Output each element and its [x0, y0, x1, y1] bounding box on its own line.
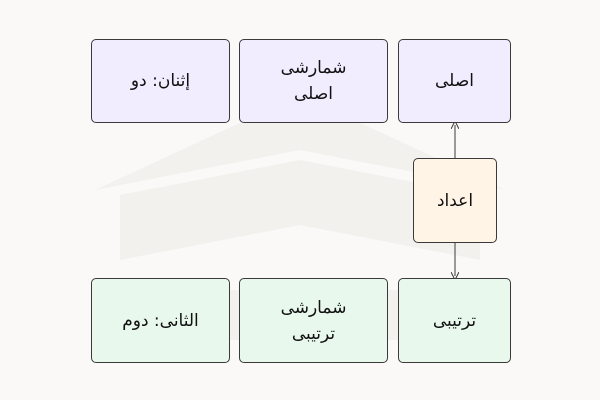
- node-adad: اعداد: [413, 158, 497, 243]
- node-dovvom-example-label: الثانی: دوم: [122, 310, 199, 331]
- node-tartibi-label: ترتیبی: [432, 310, 477, 331]
- node-shomareshi-tartibi: شمارشی ترتیبی: [239, 278, 388, 363]
- node-asli-label: اصلی: [435, 71, 474, 91]
- node-tartibi: ترتیبی: [398, 278, 511, 363]
- node-shomareshi-tartibi-label: شمارشی ترتیبی: [280, 297, 347, 344]
- node-adad-label: اعداد: [436, 190, 474, 211]
- node-shomareshi-asli-label: شمارشی اصلی: [280, 58, 347, 104]
- node-shomareshi-asli: شمارشی اصلی: [239, 39, 388, 123]
- node-dual-example: إثنان: دو: [91, 39, 230, 123]
- node-dovvom-example: الثانی: دوم: [91, 278, 230, 363]
- node-dual-example-label: إثنان: دو: [130, 71, 191, 91]
- node-asli: اصلی: [398, 39, 511, 123]
